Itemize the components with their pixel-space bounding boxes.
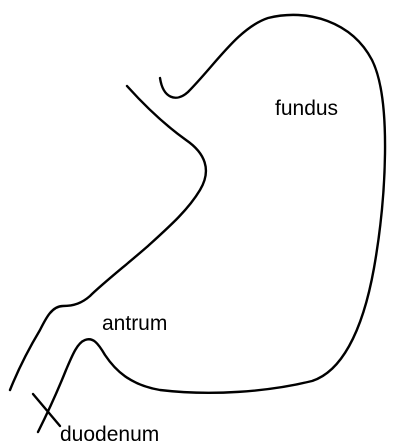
duodenum-label: duodenum	[60, 423, 159, 445]
fundus-label: fundus	[275, 97, 338, 120]
antrum-label: antrum	[102, 312, 167, 335]
duodenum-marker-line	[33, 394, 60, 426]
lesser-curvature	[10, 86, 206, 390]
greater-curvature	[38, 15, 385, 432]
